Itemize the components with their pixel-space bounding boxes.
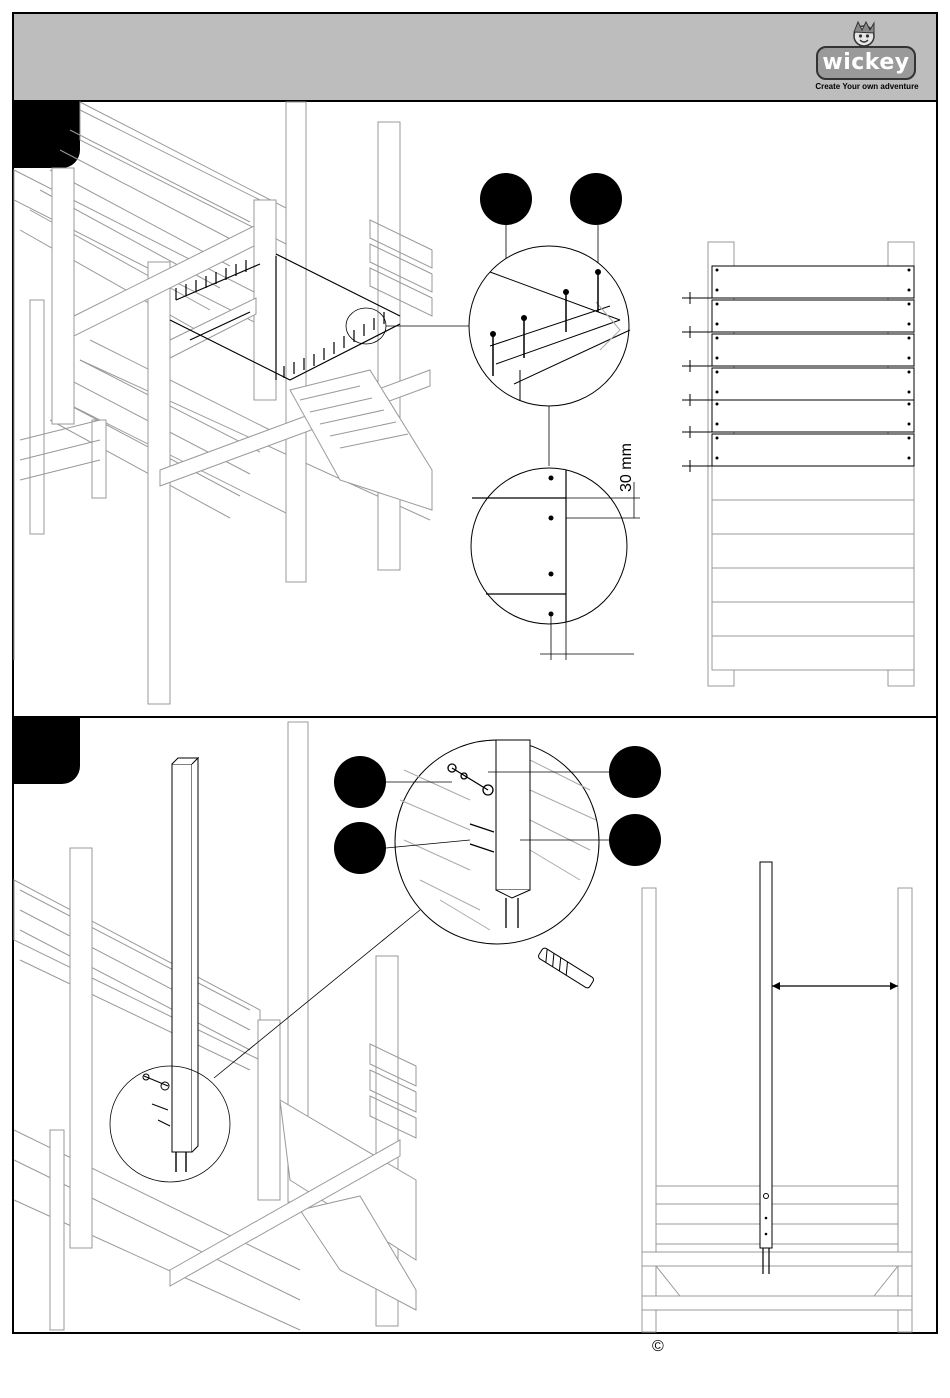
- zoom-detail-bolt: [334, 740, 661, 944]
- drill-bit-icon: [537, 947, 594, 989]
- platform-with-post-drawing: [14, 722, 416, 1330]
- copyright-symbol: ©: [652, 1338, 664, 1356]
- new-post: [172, 758, 198, 1152]
- post-elevation-drawing: [642, 862, 912, 1332]
